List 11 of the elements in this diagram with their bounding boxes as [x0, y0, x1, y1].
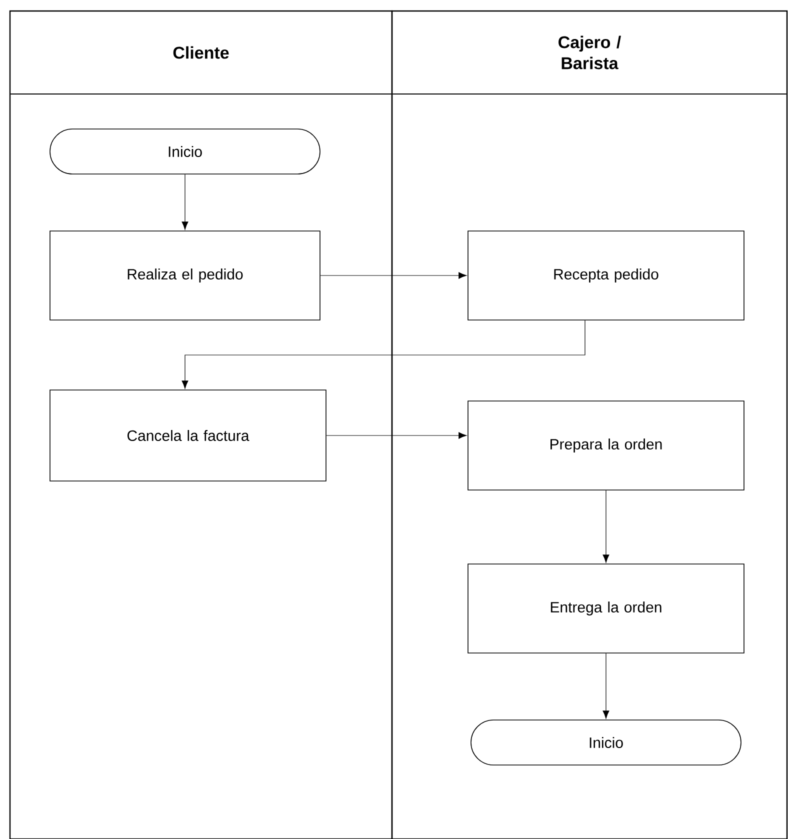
- process-box: Recepta pedido: [468, 230, 744, 320]
- arrow: [182, 320, 586, 389]
- arrow: [182, 174, 188, 230]
- arrow: [602, 490, 610, 563]
- arrow: [320, 272, 467, 279]
- arrow: [326, 432, 467, 439]
- process-box: Cancela la factura: [50, 390, 326, 482]
- process-box: Realiza el pedido: [50, 230, 320, 320]
- process-box: Entrega la orden: [468, 564, 744, 654]
- arrow: [602, 653, 610, 719]
- process-box: Prepara la orden: [468, 400, 744, 490]
